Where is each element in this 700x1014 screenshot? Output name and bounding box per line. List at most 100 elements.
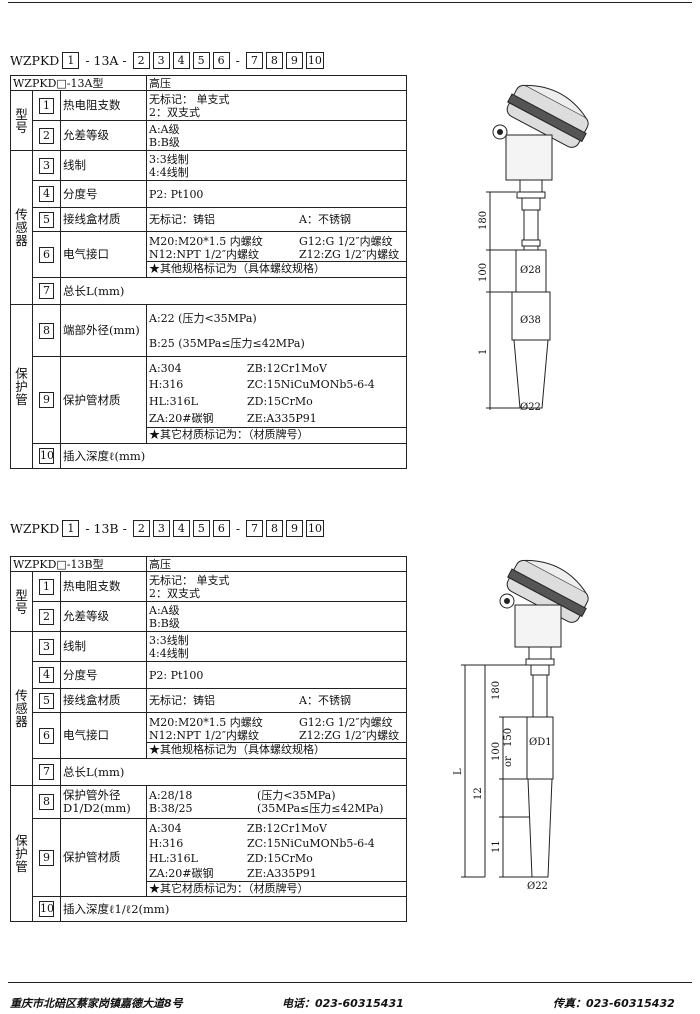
dim-150: 150: [503, 728, 514, 747]
row-number: 4: [39, 186, 54, 202]
row-number: 3: [39, 638, 54, 655]
code-box: 7: [246, 520, 264, 537]
row-name: 允差等级: [59, 120, 148, 151]
row-value: P2: Pt100: [146, 661, 407, 689]
row-value: ZB:12Cr1MoV: [247, 821, 327, 835]
code-box: 8: [265, 52, 283, 69]
code-box: 2: [132, 520, 150, 537]
row-value: G12:G 1/2″内螺纹: [299, 715, 393, 729]
code-prefix: WZPKD: [10, 521, 60, 536]
code-box: 1: [62, 52, 80, 69]
row-number: 7: [39, 764, 54, 780]
row-value: N12:NPT 1/2″内螺纹: [149, 247, 260, 261]
code-box: 2: [132, 52, 150, 69]
row-value: 4:4线制: [149, 165, 189, 179]
group-label: 保护管: [10, 785, 33, 922]
row-value: ZB:12Cr1MoV: [247, 362, 327, 375]
row-name: 热电阻支数: [59, 90, 148, 121]
dia-22: Ø22: [520, 402, 541, 413]
code-box: 4: [172, 52, 190, 69]
footer-fax: 传真：023-60315432: [553, 997, 675, 1010]
table-desc: 高压: [146, 75, 407, 91]
row-name: 端部外径(mm): [59, 304, 148, 357]
bottom-rule: [8, 982, 692, 983]
top-rule: [8, 2, 692, 3]
row-number: 8: [39, 794, 54, 810]
group-label: 型号: [10, 90, 33, 151]
dim-180: 180: [478, 211, 489, 230]
row-value: ZA:20#碳钢: [149, 412, 214, 425]
row-number: 10: [39, 448, 54, 464]
row-name: 总长L(mm): [60, 277, 407, 305]
code-mid: - 13B -: [85, 521, 127, 536]
row-value: A:28/18: [149, 789, 193, 802]
row-value: H:316: [149, 378, 184, 391]
dim-180: 180: [491, 681, 502, 700]
table-desc: 高压: [146, 556, 407, 572]
row-name: 插入深度ℓ(mm): [60, 443, 407, 469]
row-number: 9: [39, 392, 54, 408]
code-box: 3: [152, 520, 170, 537]
row-value: M20:M20*1.5 内螺纹: [149, 234, 263, 248]
footer-phone: 电话：023-60315431: [282, 997, 404, 1010]
group-label: 传感器: [10, 150, 33, 305]
code-dash: -: [235, 53, 240, 68]
row-number: 5: [39, 211, 54, 228]
row-name: 接线盒材质: [60, 688, 147, 713]
code-box: 6: [212, 52, 230, 69]
row-value: 2：双支式: [149, 105, 201, 119]
dia-22: Ø22: [527, 881, 548, 892]
table-model: WZPKD□-13B型: [10, 556, 147, 572]
row-value: 无标记： 单支式: [149, 573, 230, 587]
group-label: 保护管: [10, 304, 33, 469]
row-note: ★其它材质标记为：（材质牌号）: [147, 427, 406, 441]
row-value: N12:NPT 1/2″内螺纹: [149, 728, 259, 742]
row-value: A:304: [149, 821, 182, 835]
row-value: ZE:A335P91: [247, 866, 317, 880]
row-name: 插入深度ℓ1/ℓ2(mm): [60, 896, 407, 922]
row-name: 接线盒材质: [59, 207, 148, 232]
row-name: 分度号: [60, 661, 147, 689]
dim-or: or: [503, 756, 514, 767]
row-value: HL:316L: [149, 395, 198, 408]
row-value: Z12:ZG 1/2″内螺纹: [299, 247, 400, 261]
code-box: 9: [285, 52, 303, 69]
code-box: 10: [306, 520, 325, 537]
row-value: (压力<35MPa): [257, 789, 336, 802]
row-value: ZE:A335P91: [247, 412, 317, 425]
code-box: 9: [286, 520, 304, 537]
dim-11: 11: [491, 840, 502, 853]
row-value: 3:3线制: [149, 152, 189, 166]
row-value: ZD:15CrMo: [247, 395, 313, 408]
row-value: P2: Pt100: [146, 180, 407, 208]
row-value: 无标记：铸铝: [149, 694, 215, 707]
row-name: D1/D2(mm): [63, 801, 131, 815]
row-value: (35MPa≤压力≤42MPa): [257, 802, 384, 815]
code-box: 6: [212, 520, 230, 537]
row-value: A：不锈钢: [299, 694, 351, 707]
row-value: H:316: [149, 836, 184, 850]
code-prefix: WZPKD: [10, 53, 60, 68]
row-value: B:38/25: [149, 802, 193, 815]
code-box: 3: [152, 52, 170, 69]
row-value: A:304: [149, 362, 182, 375]
row-number: 2: [39, 127, 54, 144]
code-box: 1: [62, 520, 80, 537]
row-name: 电气接口: [59, 231, 148, 278]
row-value: ZA:20#碳钢: [149, 866, 214, 880]
row-value: ZC:15NiCuMONb5-6-4: [247, 378, 375, 391]
row-value: 4:4线制: [149, 646, 189, 660]
row-value: B:25 (35MPa≤压力≤42MPa): [149, 336, 305, 350]
row-number: 8: [39, 322, 54, 339]
row-note: ★其它材质标记为：（材质牌号）: [147, 880, 406, 895]
row-number: 1: [39, 578, 54, 595]
dim-1: 1: [478, 349, 489, 355]
row-value: 2：双支式: [149, 586, 200, 600]
row-value: Z12:ZG 1/2″内螺纹: [299, 728, 400, 742]
row-number: 1: [39, 97, 54, 114]
row-number: 5: [39, 692, 54, 709]
row-name: 线制: [59, 150, 148, 181]
row-value: ZC:15NiCuMONb5-6-4: [247, 836, 375, 850]
model-code-13a: WZPKD 1 - 13A - 2 3 4 5 6 - 7 8 9 10: [10, 52, 324, 69]
row-number: 10: [39, 901, 54, 917]
